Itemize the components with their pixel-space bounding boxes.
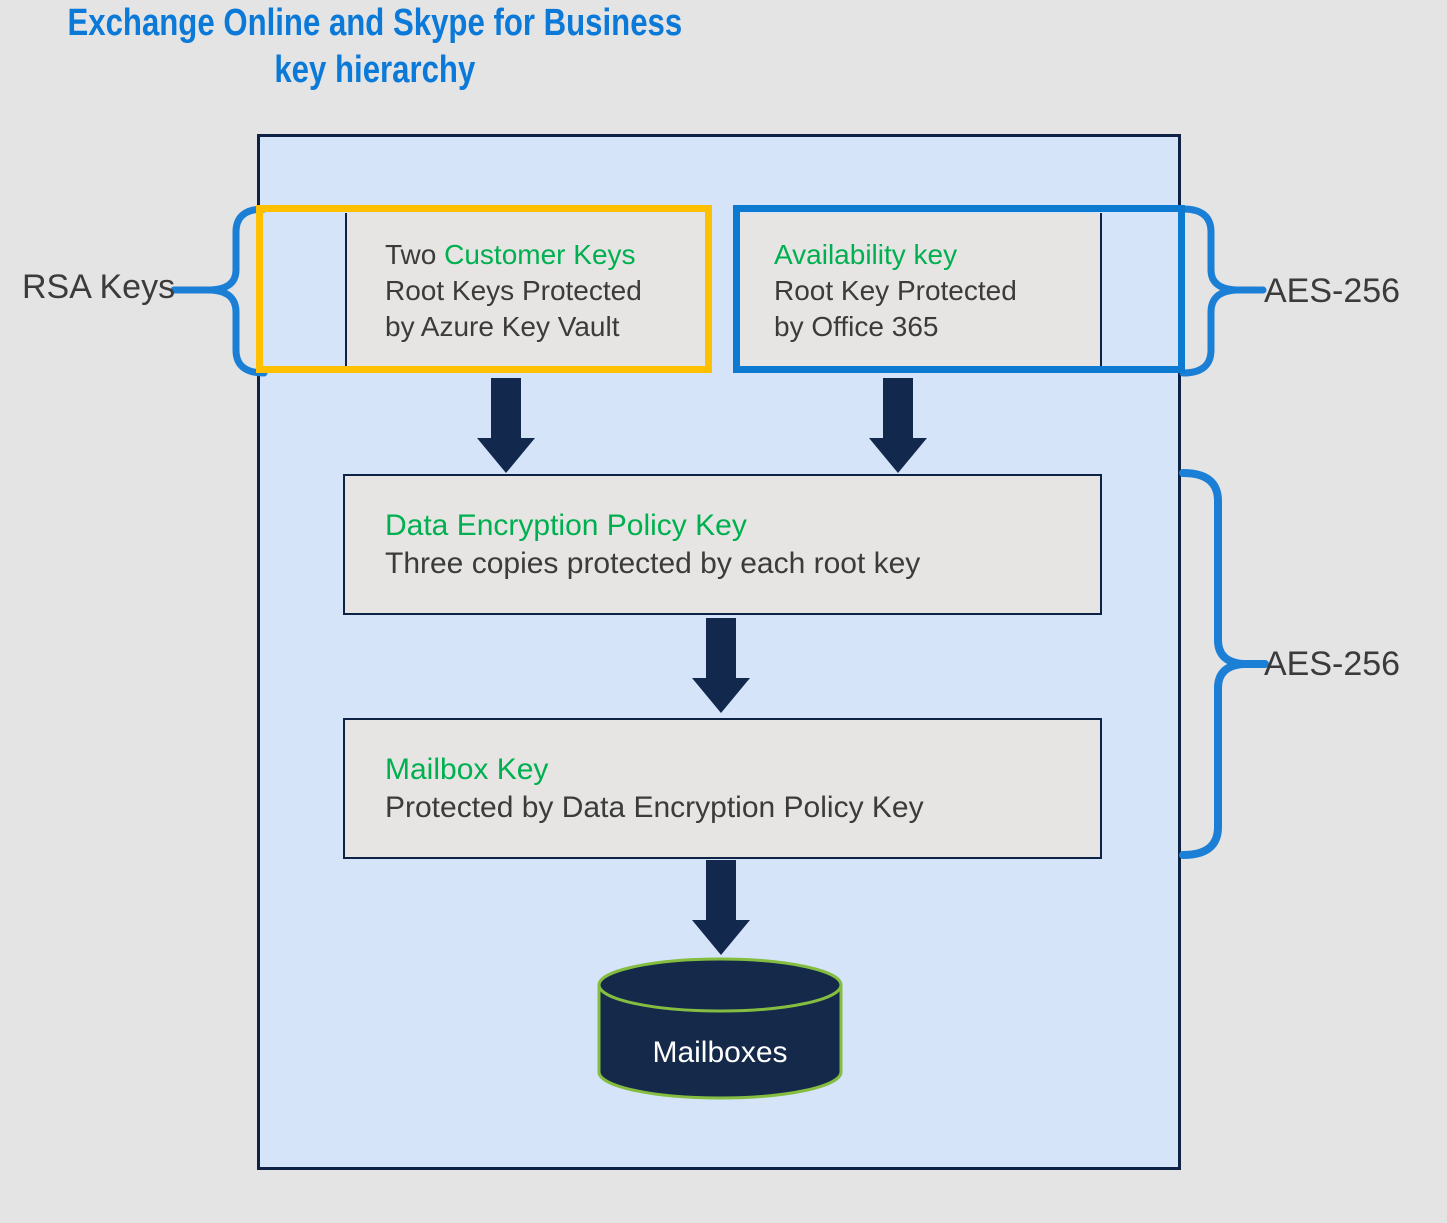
aes-256-root-brace xyxy=(1179,205,1267,377)
customer-keys-line3: by Azure Key Vault xyxy=(385,311,620,342)
aes-256-root-label: AES-256 xyxy=(1264,272,1401,310)
mailboxes-cylinder xyxy=(597,957,843,1100)
down-arrow-mailbox-key-to-mailboxes xyxy=(692,860,750,955)
title-line-2: key hierarchy xyxy=(274,49,476,91)
mailbox-key-line2: Protected by Data Encryption Policy Key xyxy=(385,791,924,824)
rsa-keys-label: RSA Keys xyxy=(22,268,176,306)
availability-key-line2: Root Key Protected xyxy=(774,275,1017,306)
title-line-1: Exchange Online and Skype for Business xyxy=(67,2,683,44)
availability-key-line3: by Office 365 xyxy=(774,311,939,342)
aes-256-data-brace xyxy=(1179,469,1269,859)
customer-keys-line2: Root Keys Protected xyxy=(385,275,642,306)
rsa-keys-highlight-outline xyxy=(256,205,712,373)
dep-key-line2: Three copies protected by each root key xyxy=(385,547,921,580)
customer-keys-highlight-text: Customer Keys xyxy=(444,239,636,270)
customer-keys-prefix: Two xyxy=(385,239,445,270)
diagram-title: Exchange Online and Skype for Business k… xyxy=(67,0,682,94)
dep-key-heading: Data Encryption Policy Key xyxy=(385,509,747,542)
aes-key-highlight-outline xyxy=(733,205,1185,373)
rsa-keys-brace xyxy=(170,205,268,377)
data-encryption-policy-key-box: Data Encryption Policy Key Three copies … xyxy=(343,474,1102,615)
mailboxes-label: Mailboxes xyxy=(652,1036,788,1069)
down-arrow-availability-to-dep xyxy=(869,378,927,473)
customer-keys-heading: Two Customer Keys xyxy=(385,237,707,273)
aes-256-data-label: AES-256 xyxy=(1264,645,1401,683)
down-arrow-dep-to-mailbox-key xyxy=(692,618,750,713)
mailbox-key-heading: Mailbox Key xyxy=(385,753,549,786)
availability-key-heading: Availability key xyxy=(774,239,958,270)
availability-key-box: Availability key Root Key Protected by O… xyxy=(740,213,1102,369)
customer-keys-box: Two Customer Keys Root Keys Protected by… xyxy=(345,213,707,369)
down-arrow-customer-to-dep xyxy=(477,378,535,473)
mailbox-key-box: Mailbox Key Protected by Data Encryption… xyxy=(343,718,1102,859)
